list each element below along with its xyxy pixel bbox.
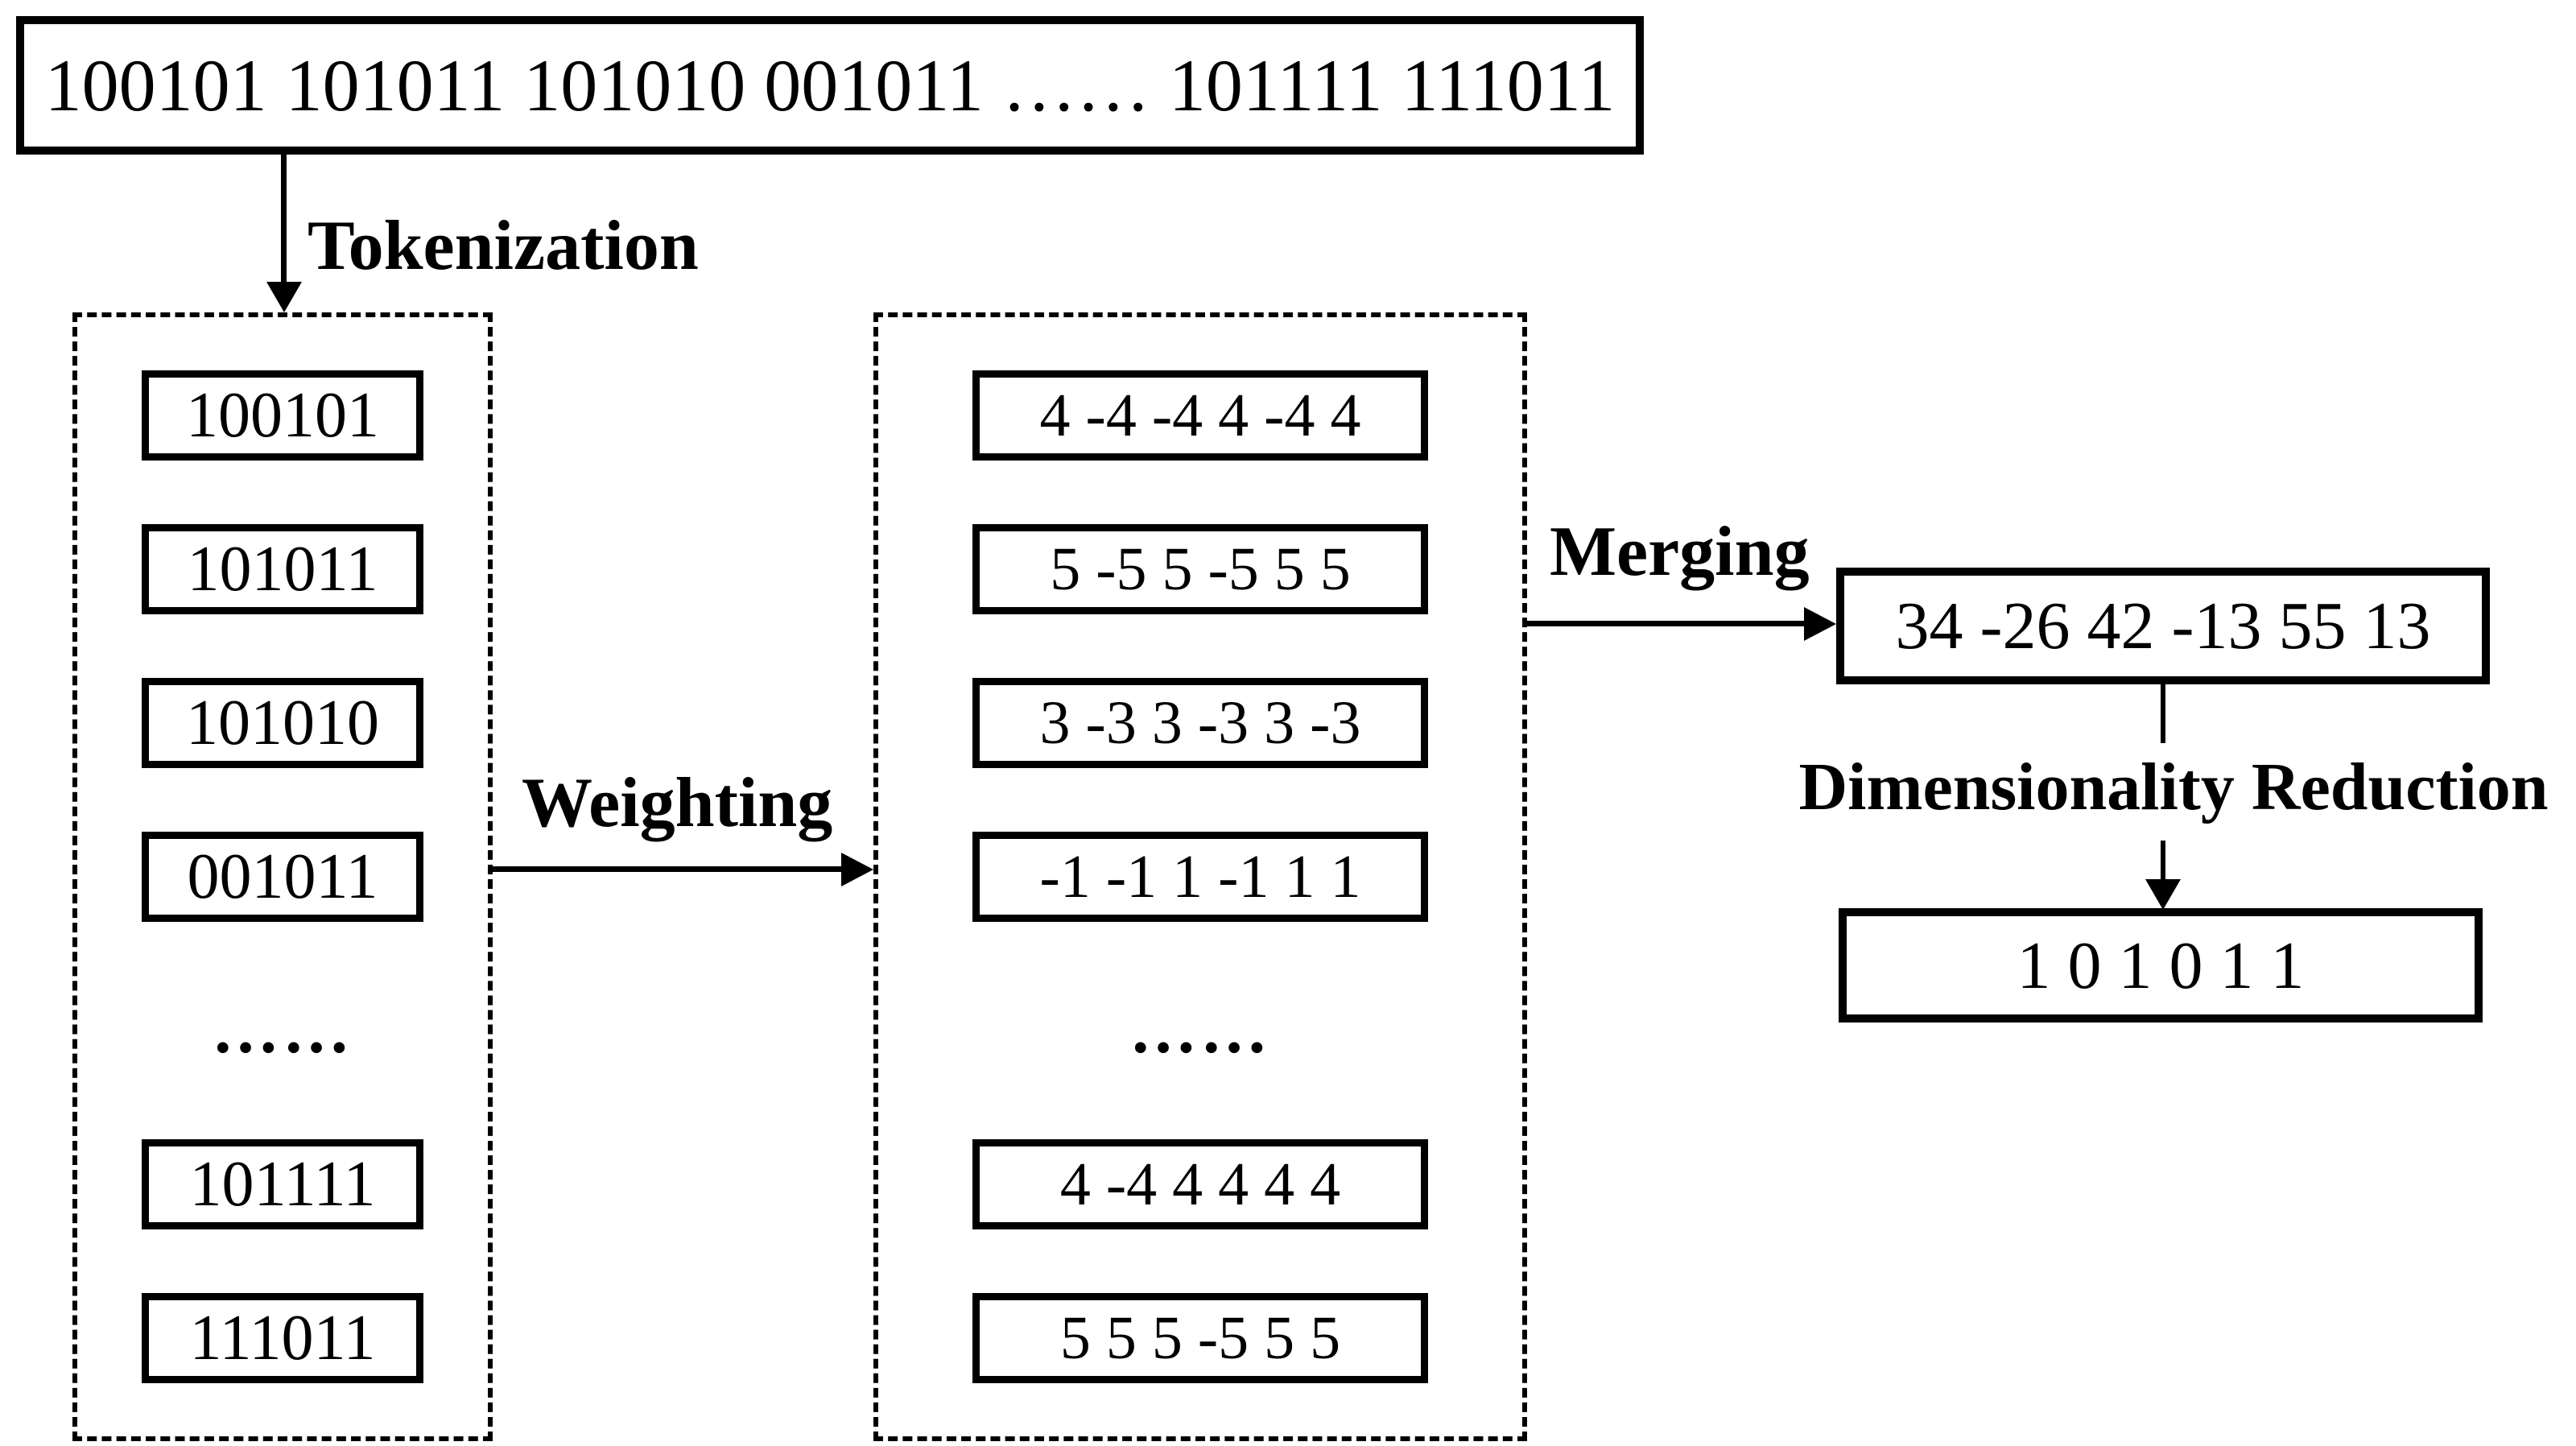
- weight-box: -1 -1 1 -1 1 1: [972, 832, 1428, 922]
- input-bitstring-box: 100101 101011 101010 001011 …… 101111 11…: [16, 16, 1644, 155]
- token-box: 111011: [142, 1293, 423, 1383]
- weight-box: 4 -4 -4 4 -4 4: [972, 370, 1428, 461]
- token-value: 101111: [189, 1148, 376, 1220]
- merging-arrow-line: [1527, 621, 1807, 626]
- token-value: 001011: [187, 841, 378, 912]
- weight-value: 4 -4 -4 4 -4 4: [1039, 381, 1361, 449]
- token-box: 101111: [142, 1139, 423, 1229]
- weight-box: 5 -5 5 -5 5 5: [972, 524, 1428, 614]
- token-box: 101010: [142, 678, 423, 768]
- tokenization-arrowhead-icon: [266, 282, 302, 312]
- dimensionality-reduction-label: Dimensionality Reduction: [1798, 750, 2549, 824]
- tokenization-arrow-line: [281, 155, 287, 283]
- weight-column-panel: 4 -4 -4 4 -4 4 5 -5 5 -5 5 5 3 -3 3 -3 3…: [873, 312, 1527, 1441]
- merged-vector-text: 34 -26 42 -13 55 13: [1895, 589, 2431, 663]
- weight-box: 4 -4 4 4 4 4: [972, 1139, 1428, 1229]
- weighting-arrow-line: [493, 866, 844, 872]
- weight-box: 3 -3 3 -3 3 -3: [972, 678, 1428, 768]
- tokenization-label: Tokenization: [308, 207, 699, 285]
- weight-value: -1 -1 1 -1 1 1: [1039, 842, 1361, 911]
- token-value: 100101: [186, 379, 379, 451]
- token-column-panel: 100101 101011 101010 001011 …… 101111 11…: [72, 312, 493, 1441]
- weight-value: 3 -3 3 -3 3 -3: [1039, 688, 1361, 757]
- output-vector-box: 1 0 1 0 1 1: [1839, 908, 2483, 1023]
- merging-label: Merging: [1550, 513, 1810, 591]
- dimensionality-reduction-arrow-line: [2161, 841, 2165, 881]
- weight-column-ellipsis: ……: [1129, 993, 1271, 1068]
- token-value: 101011: [187, 533, 378, 605]
- merged-vector-box: 34 -26 42 -13 55 13: [1836, 568, 2490, 684]
- merging-arrowhead-icon: [1804, 607, 1836, 641]
- token-box: 101011: [142, 524, 423, 614]
- merged-to-reduction-connector-line: [2161, 684, 2165, 743]
- input-bitstring-text: 100101 101011 101010 001011 …… 101111 11…: [44, 44, 1616, 126]
- token-value: 111011: [189, 1302, 376, 1374]
- token-column-ellipsis: ……: [212, 993, 353, 1068]
- weight-value: 4 -4 4 4 4 4: [1059, 1150, 1341, 1218]
- weighting-label: Weighting: [522, 764, 833, 842]
- weight-value: 5 -5 5 -5 5 5: [1050, 535, 1351, 603]
- dimensionality-reduction-arrowhead-icon: [2145, 879, 2181, 910]
- token-box: 100101: [142, 370, 423, 461]
- token-box: 001011: [142, 832, 423, 922]
- output-vector-text: 1 0 1 0 1 1: [2017, 928, 2305, 1003]
- weight-box: 5 5 5 -5 5 5: [972, 1293, 1428, 1383]
- weighting-arrowhead-icon: [841, 853, 873, 886]
- token-value: 101010: [186, 687, 379, 758]
- weight-value: 5 5 5 -5 5 5: [1059, 1303, 1341, 1372]
